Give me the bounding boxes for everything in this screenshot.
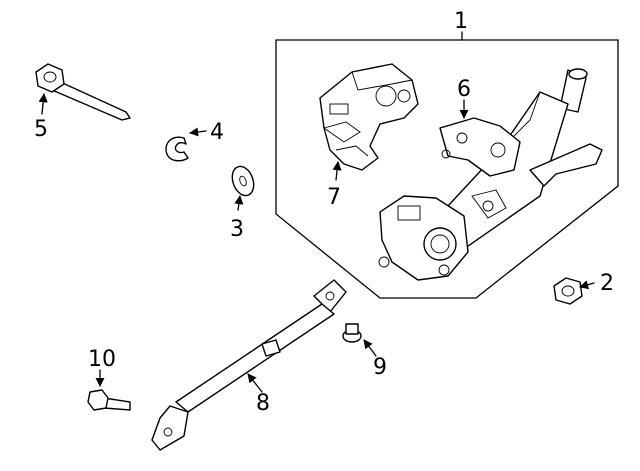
part-4-clip (165, 136, 189, 162)
part-9-push-clip (342, 323, 362, 343)
callout-10: 10 (88, 347, 116, 372)
callout-5: 5 (34, 117, 48, 142)
part-3-washer (231, 165, 255, 197)
part-8-intermediate-shaft (151, 279, 347, 451)
part-1-steering-column (378, 68, 603, 281)
callout-1: 1 (454, 9, 468, 34)
callout-9: 9 (373, 355, 387, 380)
callout-2: 2 (600, 271, 614, 296)
callout-4: 4 (210, 120, 224, 145)
part-2-nut (553, 277, 583, 305)
callout-7: 7 (327, 185, 341, 210)
leader-arrows (38, 93, 595, 393)
callout-3: 3 (230, 217, 244, 242)
assembly-outline (275, 31, 619, 299)
part-10-small-bolt (87, 389, 131, 411)
callout-8: 8 (256, 391, 270, 416)
part-5-bolt (35, 63, 131, 121)
part-7-lock-actuator (319, 63, 419, 171)
callout-6: 6 (457, 77, 471, 102)
callout-labels: 1 2 3 4 5 6 7 8 9 10 (34, 9, 614, 416)
